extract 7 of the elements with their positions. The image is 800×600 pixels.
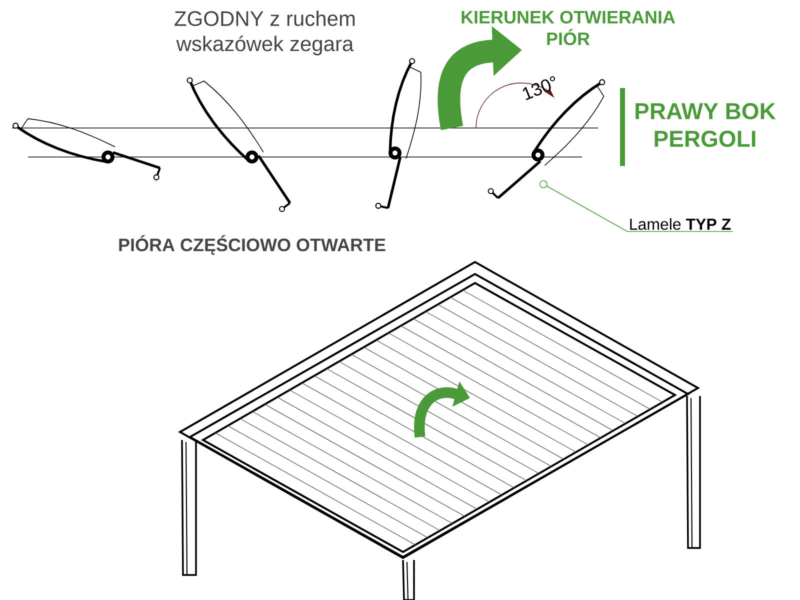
heading-text: KIERUNEK OTWIERANIA PIÓR: [462, 10, 675, 46]
note-text: ZGODNY z ruchem wskazówek zegara: [174, 10, 355, 56]
callout-text: Lamele TYP Z: [630, 218, 731, 230]
angle-label: 130°: [522, 76, 556, 100]
side-label: PRAWY BOK PERGOLI: [636, 103, 776, 147]
caption-text: PIÓRA CZĘŚCIOWO OTWARTE: [119, 235, 386, 255]
leader-line: [540, 180, 734, 232]
